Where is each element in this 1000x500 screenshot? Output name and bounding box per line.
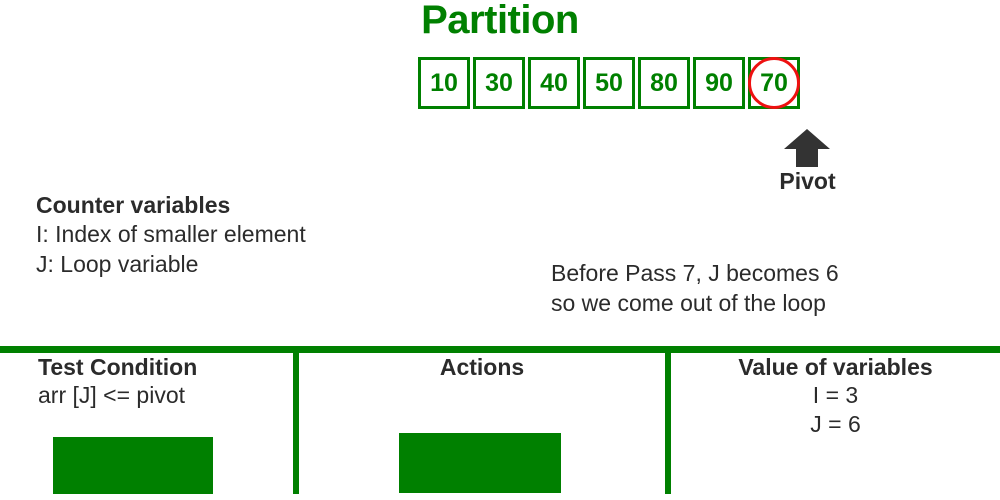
table-top-divider: [0, 346, 1000, 353]
counter-variables-block: Counter variables I: Index of smaller el…: [36, 191, 306, 279]
pass-note-line-2: so we come out of the loop: [551, 290, 826, 317]
array-cell-value: 30: [485, 68, 513, 97]
array-cell-value: 40: [540, 68, 568, 97]
column-header-actions: Actions: [439, 354, 525, 380]
pass-note-line-1: Before Pass 7, J becomes 6: [551, 260, 839, 286]
array-cell-0: 10: [418, 57, 470, 109]
table-column-separator-left: [293, 346, 299, 494]
array-cell-4: 80: [638, 57, 690, 109]
pivot-up-arrow-icon: [784, 129, 830, 167]
column-header-value-of-variables: Value of variables: [738, 354, 933, 380]
array-cell-value: 50: [595, 68, 623, 97]
variable-value-j: J = 6: [810, 410, 861, 437]
table-column-value-of-variables: Value of variables I = 3 J = 6: [671, 353, 1000, 500]
table-column-separator-right: [665, 346, 671, 494]
array-cell-value: 10: [430, 68, 458, 97]
array-cell-value: 70: [760, 68, 788, 97]
actions-highlight-bar: [399, 433, 561, 493]
array-row: 10 30 40 50 80 90 70: [418, 57, 800, 109]
page-title: Partition: [421, 0, 579, 42]
table-column-test-condition: Test Condition arr [J] <= pivot: [0, 353, 293, 500]
array-cell-1: 30: [473, 57, 525, 109]
column-header-test-condition: Test Condition: [38, 354, 198, 380]
variable-value-i: I = 3: [812, 382, 859, 409]
array-cell-2: 40: [528, 57, 580, 109]
pivot-label: Pivot: [779, 168, 836, 194]
test-condition-highlight-bar: [53, 437, 213, 494]
counter-variables-heading: Counter variables: [36, 192, 231, 218]
array-cell-3: 50: [583, 57, 635, 109]
table-column-actions: Actions: [299, 353, 665, 500]
array-cell-value: 80: [650, 68, 678, 97]
array-cell-5: 90: [693, 57, 745, 109]
array-cell-6-pivot: 70: [748, 57, 800, 109]
test-condition-expression: arr [J] <= pivot: [38, 382, 186, 409]
array-cell-value: 90: [705, 68, 733, 97]
counter-variable-i: I: Index of smaller element: [36, 221, 306, 248]
counter-variable-j: J: Loop variable: [36, 250, 199, 277]
pass-note-block: Before Pass 7, J becomes 6 so we come ou…: [551, 258, 839, 319]
